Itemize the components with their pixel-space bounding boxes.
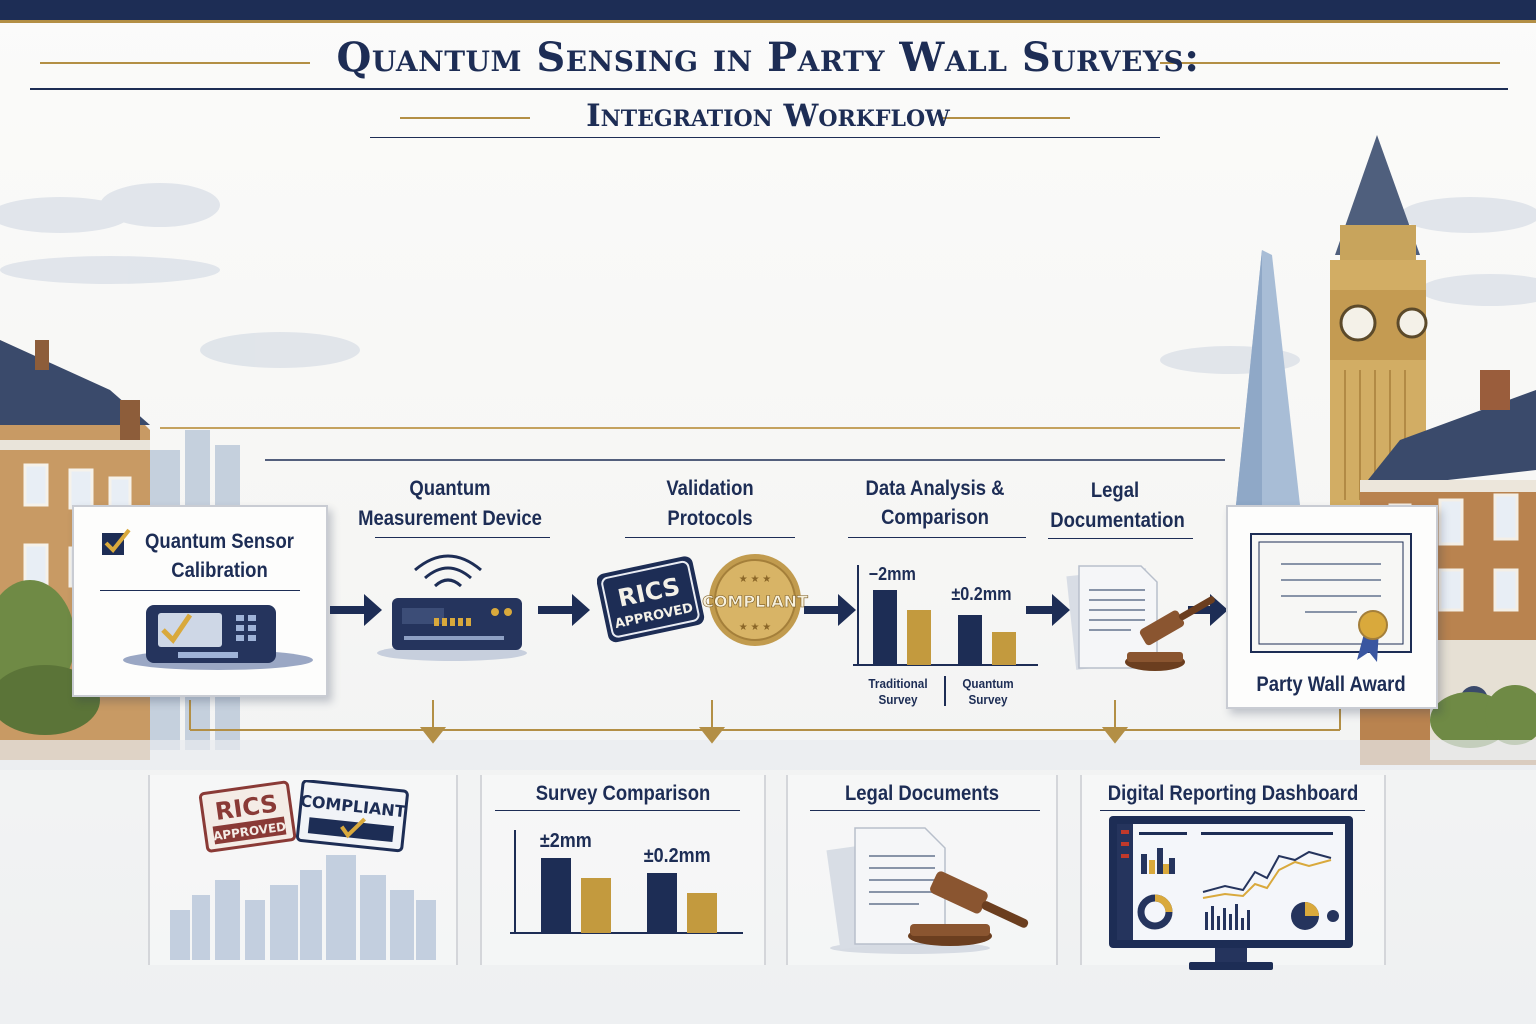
shard-tower bbox=[1236, 250, 1300, 505]
panel-compliant-stamp: COMPLIANT bbox=[295, 780, 409, 853]
step-label-line1: Data Analysis & bbox=[865, 477, 1005, 500]
page-title: Quantum Sensing in Party Wall Surveys: bbox=[336, 34, 1200, 81]
step-label-party-wall-award: Party Wall Award bbox=[1256, 673, 1406, 696]
panel-title-legal-documents: Legal Documents bbox=[844, 782, 1000, 805]
compliance-stamps: RICS APPROVED COMPLIANT bbox=[170, 780, 436, 960]
chart-value-b: ±0.2mm bbox=[643, 845, 711, 867]
chart-value-a: ±2mm bbox=[539, 830, 592, 852]
measurement-device-icon bbox=[377, 554, 527, 661]
chart-category-divider bbox=[944, 676, 946, 706]
step-underline bbox=[848, 537, 1026, 538]
flow-arrow-3 bbox=[804, 594, 856, 626]
seal-stars-top: ★ ★ ★ bbox=[739, 574, 771, 585]
right-trees bbox=[1430, 685, 1536, 748]
chart-value-traditional: −2mm bbox=[868, 564, 916, 584]
panel-title-survey-comparison: Survey Comparison bbox=[535, 782, 711, 805]
chart-category-quantum-1: Quantum bbox=[962, 676, 1014, 691]
panel-rics-stamp: RICS APPROVED bbox=[198, 780, 297, 853]
chart-bar bbox=[541, 858, 571, 933]
step-underline bbox=[1048, 538, 1193, 539]
title-rule-left bbox=[40, 62, 310, 64]
seal-stars-bottom: ★ ★ ★ bbox=[739, 622, 771, 633]
step-label-line2: Measurement Device bbox=[358, 507, 542, 530]
panel-title-digital-dashboard: Digital Reporting Dashboard bbox=[1107, 782, 1359, 805]
panel-underline bbox=[1100, 810, 1365, 811]
flow-arrow-2 bbox=[538, 594, 590, 626]
chart-bar bbox=[907, 610, 931, 665]
chart-bar bbox=[581, 878, 611, 933]
step-underline bbox=[100, 590, 300, 591]
chart-bar bbox=[647, 873, 677, 933]
step-underline bbox=[625, 537, 795, 538]
step-label-line2: Comparison bbox=[881, 506, 989, 529]
page-subtitle: Integration Workflow bbox=[586, 98, 950, 134]
compliant-seal: COMPLIANT ★ ★ ★ ★ ★ ★ bbox=[702, 554, 808, 646]
subtitle-rule-right bbox=[940, 117, 1070, 119]
seal-compliant-text: COMPLIANT bbox=[702, 592, 808, 611]
chart-bar bbox=[873, 590, 897, 665]
comparison-chart bbox=[853, 565, 1038, 666]
title-underline bbox=[30, 88, 1508, 90]
top-bar-accent bbox=[0, 20, 1536, 23]
monitor-dashboard-icon bbox=[1109, 816, 1353, 970]
down-arrows bbox=[419, 700, 1129, 744]
chart-bar bbox=[958, 615, 982, 665]
legal-document-gavel-icon bbox=[1066, 565, 1215, 671]
sensor-device-icon bbox=[123, 605, 313, 670]
panel-underline bbox=[495, 810, 740, 811]
rics-approved-stamp: RICS APPROVED COMPLIANT ★ ★ ★ ★ ★ ★ bbox=[597, 554, 808, 646]
flow-arrow-1 bbox=[330, 594, 382, 626]
chart-category-traditional-2: Survey bbox=[878, 692, 918, 707]
flow-arrow-4 bbox=[1026, 594, 1070, 626]
clouds bbox=[0, 183, 1536, 374]
chart-category-quantum-2: Survey bbox=[968, 692, 1008, 707]
step-label-line2: Protocols bbox=[667, 507, 753, 530]
subtitle-underline bbox=[370, 137, 1160, 138]
chart-bar bbox=[687, 893, 717, 933]
survey-comparison-chart bbox=[510, 830, 743, 934]
checkbox-icon bbox=[102, 528, 131, 555]
certificate-icon bbox=[1250, 533, 1412, 662]
panel-underline bbox=[810, 810, 1040, 811]
chart-bar bbox=[992, 632, 1016, 665]
step-label-line1: Quantum bbox=[409, 477, 491, 500]
chart-category-traditional-1: Traditional bbox=[868, 676, 928, 691]
step-label-line1: Legal bbox=[1090, 479, 1140, 502]
step-label-line2: Documentation bbox=[1050, 509, 1185, 532]
title-rule-right bbox=[1160, 62, 1500, 64]
step-label-sensor-calibration: Quantum Sensor Calibration bbox=[145, 530, 294, 582]
chart-value-quantum: ±0.2mm bbox=[951, 584, 1012, 604]
top-bar bbox=[0, 0, 1536, 20]
legal-documents-icon bbox=[826, 827, 1029, 954]
step-label-line1: Validation bbox=[666, 477, 754, 500]
step-underline bbox=[375, 537, 550, 538]
skyline bbox=[170, 855, 436, 960]
subtitle-rule-left bbox=[400, 117, 530, 119]
